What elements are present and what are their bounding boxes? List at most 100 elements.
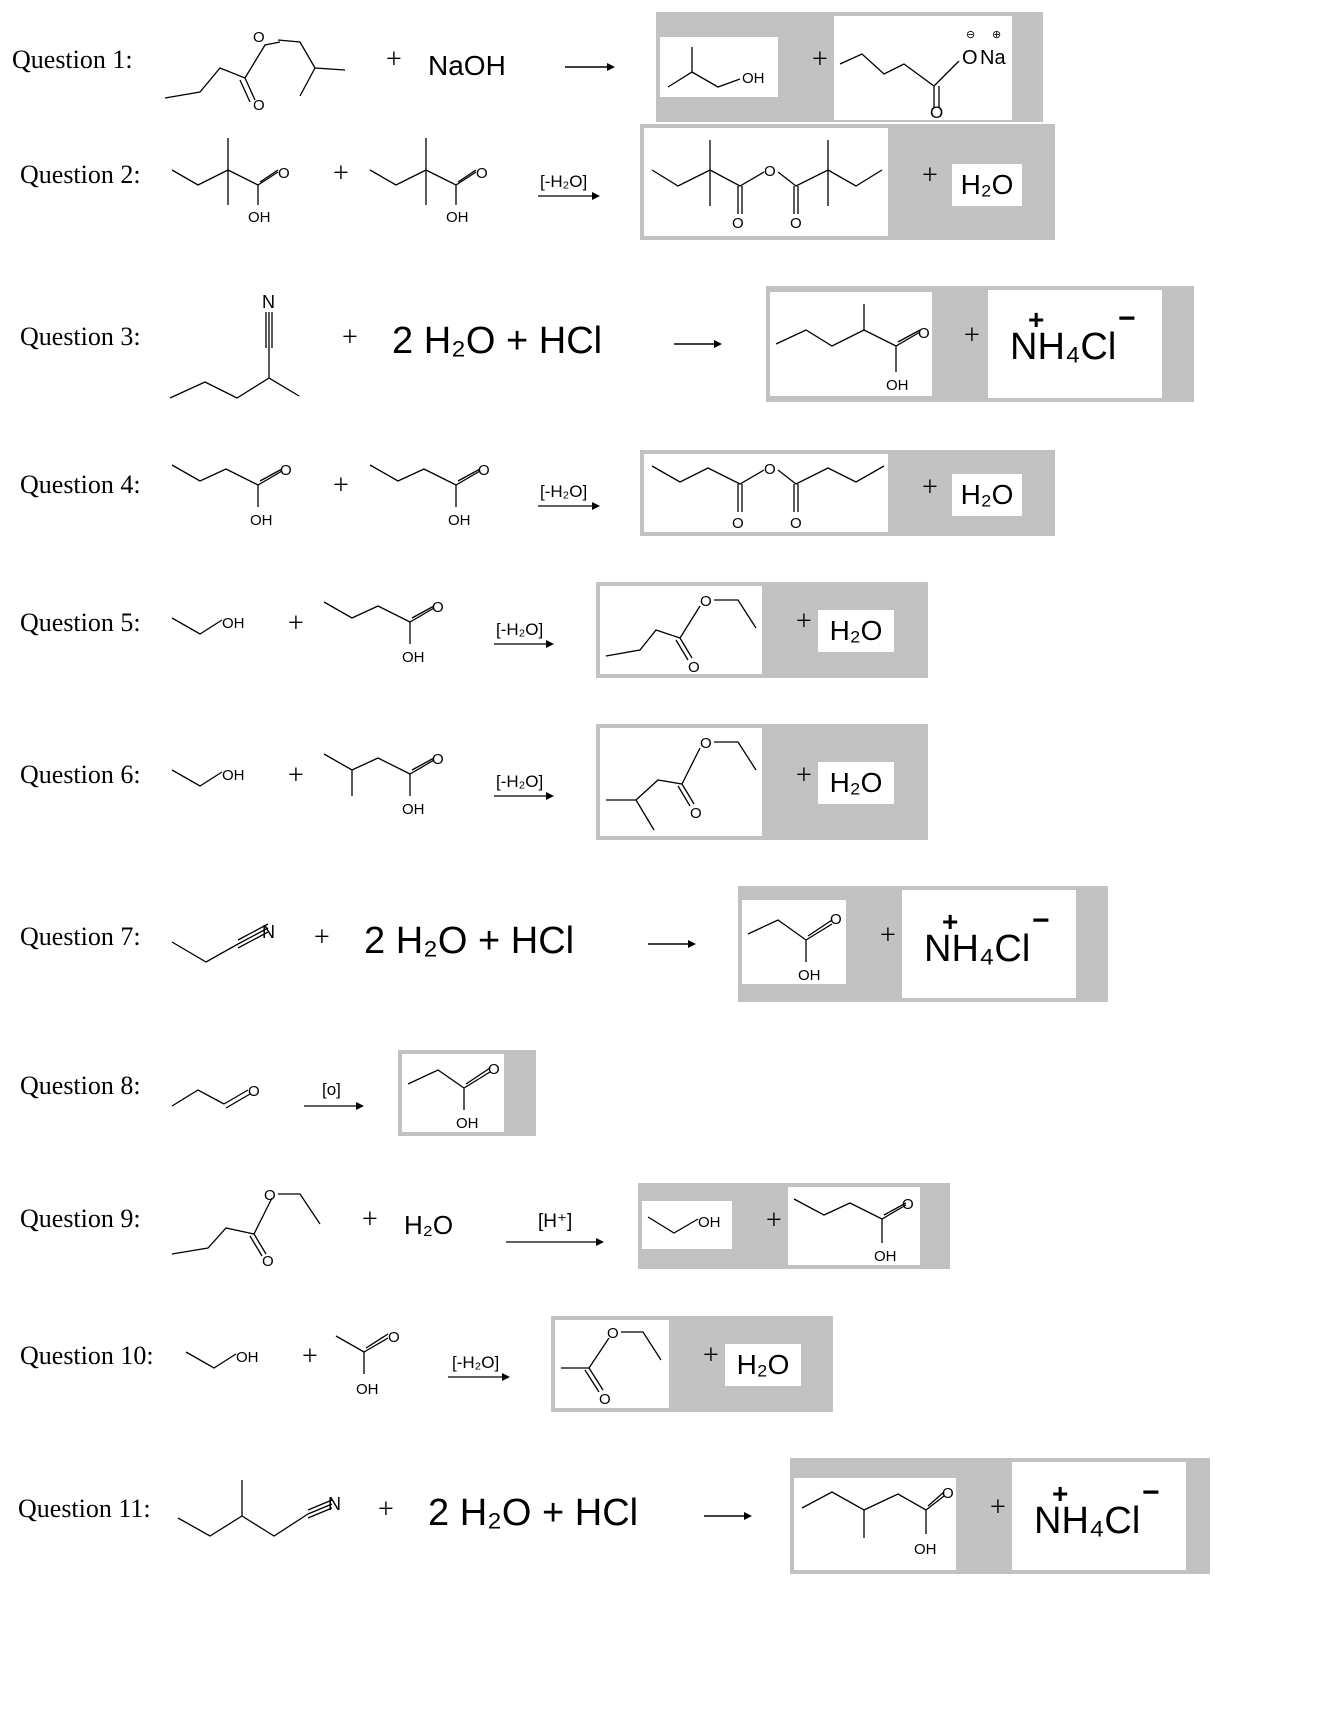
nitrile-structure: N (169, 292, 300, 399)
reaction-arrow (494, 792, 554, 800)
product-acid: O OH (788, 1187, 920, 1265)
reagents-water-hcl: 2 H₂O + HCl (428, 1492, 639, 1534)
plus-sign: + (288, 760, 304, 791)
reaction-arrow (648, 940, 696, 948)
product-water: H₂O (952, 474, 1022, 516)
plus-sign: + (964, 320, 980, 351)
atom-oh: OH (456, 1115, 479, 1132)
reaction-condition: [-H₂O] (452, 1353, 500, 1372)
atom-o: O (388, 1329, 400, 1346)
question-label: Question 1: (12, 45, 133, 74)
question-label: Question 8: (20, 1071, 141, 1100)
atom-oh: OH (914, 1541, 937, 1558)
ethanol-structure: OH (185, 1349, 259, 1369)
product-ester: O O (600, 728, 762, 836)
atom-o: O (253, 97, 265, 114)
plus-sign: + (990, 1492, 1006, 1523)
reagents-water-hcl: 2 H₂O + HCl (392, 320, 603, 362)
plus-sign: + (812, 44, 828, 75)
plus-charge: + (942, 906, 959, 937)
atom-oh: OH (698, 1214, 721, 1231)
product-water: H₂O (952, 164, 1022, 206)
product-water: H₂O (818, 610, 894, 652)
atom-o: O (902, 1196, 914, 1213)
atom-o: O (262, 1253, 274, 1270)
reaction-arrow (674, 340, 722, 348)
reaction-arrow (538, 192, 600, 200)
product-alcohol: OH (660, 37, 778, 97)
atom-o: O (732, 215, 744, 232)
atom-o: O (607, 1325, 619, 1342)
plus-charge: ⊕ (992, 29, 1001, 41)
product-ammonium-chloride: NH₄Cl + − (902, 890, 1076, 998)
plus-sign: + (288, 608, 304, 639)
atom-o: O (688, 659, 700, 676)
carboxylic-acid-structure: O OH (369, 138, 488, 226)
reaction-condition: [-H₂O] (496, 772, 544, 791)
butanoic-acid-structure: O OH (171, 462, 292, 529)
reaction-arrow (304, 1102, 364, 1110)
product-box: O OH + NH₄Cl + − (790, 1458, 1210, 1574)
minus-charge: ⊖ (966, 29, 975, 41)
plus-sign: + (333, 158, 349, 189)
salt-formula: NH₄Cl (924, 928, 1031, 970)
reaction-arrow (494, 640, 554, 648)
atom-o: O (478, 462, 490, 479)
product-box: O O + H₂O (596, 582, 928, 678)
atom-o: O (700, 593, 712, 610)
butyl-ester-structure: O O (164, 29, 346, 114)
atom-oh: OH (448, 512, 471, 529)
product-ammonium-chloride: NH₄Cl + − (1012, 1462, 1186, 1570)
product-acid: O OH (770, 292, 932, 396)
product-box: O OH + NH₄Cl + − (766, 286, 1194, 402)
plus-sign: + (314, 922, 330, 953)
atom-o: O (488, 1061, 500, 1078)
product-box: O O + H₂O (596, 724, 928, 840)
question-label: Question 10: (20, 1341, 154, 1370)
atom-o: O (764, 163, 776, 180)
atom-oh: OH (446, 209, 469, 226)
atom-o: O (248, 1083, 260, 1100)
question-label: Question 4: (20, 470, 141, 499)
reagent-naoh: NaOH (428, 50, 506, 81)
atom-o: O (432, 599, 444, 616)
product-acid: O OH (402, 1054, 504, 1132)
ethanol-structure: OH (171, 615, 245, 635)
plus-sign: + (333, 470, 349, 501)
plus-charge: + (1052, 1478, 1069, 1509)
atom-n: N (328, 1494, 341, 1514)
product-box: O O + H₂O (551, 1316, 833, 1412)
atom-o: O (930, 103, 943, 122)
atom-oh: OH (742, 70, 765, 87)
product-ethanol: OH (642, 1201, 732, 1249)
atom-oh: OH (402, 801, 425, 818)
reaction-condition: [-H₂O] (540, 482, 588, 501)
reaction-arrow (538, 502, 600, 510)
reaction-arrow (506, 1238, 604, 1246)
plus-sign: + (302, 1341, 318, 1372)
minus-charge: − (1142, 1476, 1160, 1509)
atom-oh: OH (356, 1381, 379, 1398)
atom-o: O (599, 1391, 611, 1408)
product-box: O OH + NH₄Cl + − (738, 886, 1108, 1002)
reaction-condition: [H⁺] (538, 1211, 573, 1232)
reaction-arrow (704, 1512, 752, 1520)
plus-sign: + (362, 1204, 378, 1235)
product-acid: O OH (794, 1478, 956, 1570)
atom-o: O (700, 735, 712, 752)
plus-sign: + (766, 1205, 782, 1236)
plus-sign: + (796, 760, 812, 791)
reaction-condition: [-H₂O] (540, 172, 588, 191)
atom-oh: OH (236, 1349, 259, 1366)
product-anhydride: O O O (644, 128, 888, 236)
product-acid: O OH (742, 900, 846, 984)
atom-oh: OH (222, 615, 245, 632)
reaction-arrow (565, 63, 615, 71)
atom-o: O (830, 911, 842, 928)
carboxylic-acid-structure: O OH (171, 138, 290, 226)
atom-n: N (262, 922, 275, 942)
atom-o: O (432, 751, 444, 768)
product-water: H₂O (725, 1344, 801, 1386)
minus-charge: − (1118, 302, 1136, 335)
question-label: Question 3: (20, 322, 141, 351)
